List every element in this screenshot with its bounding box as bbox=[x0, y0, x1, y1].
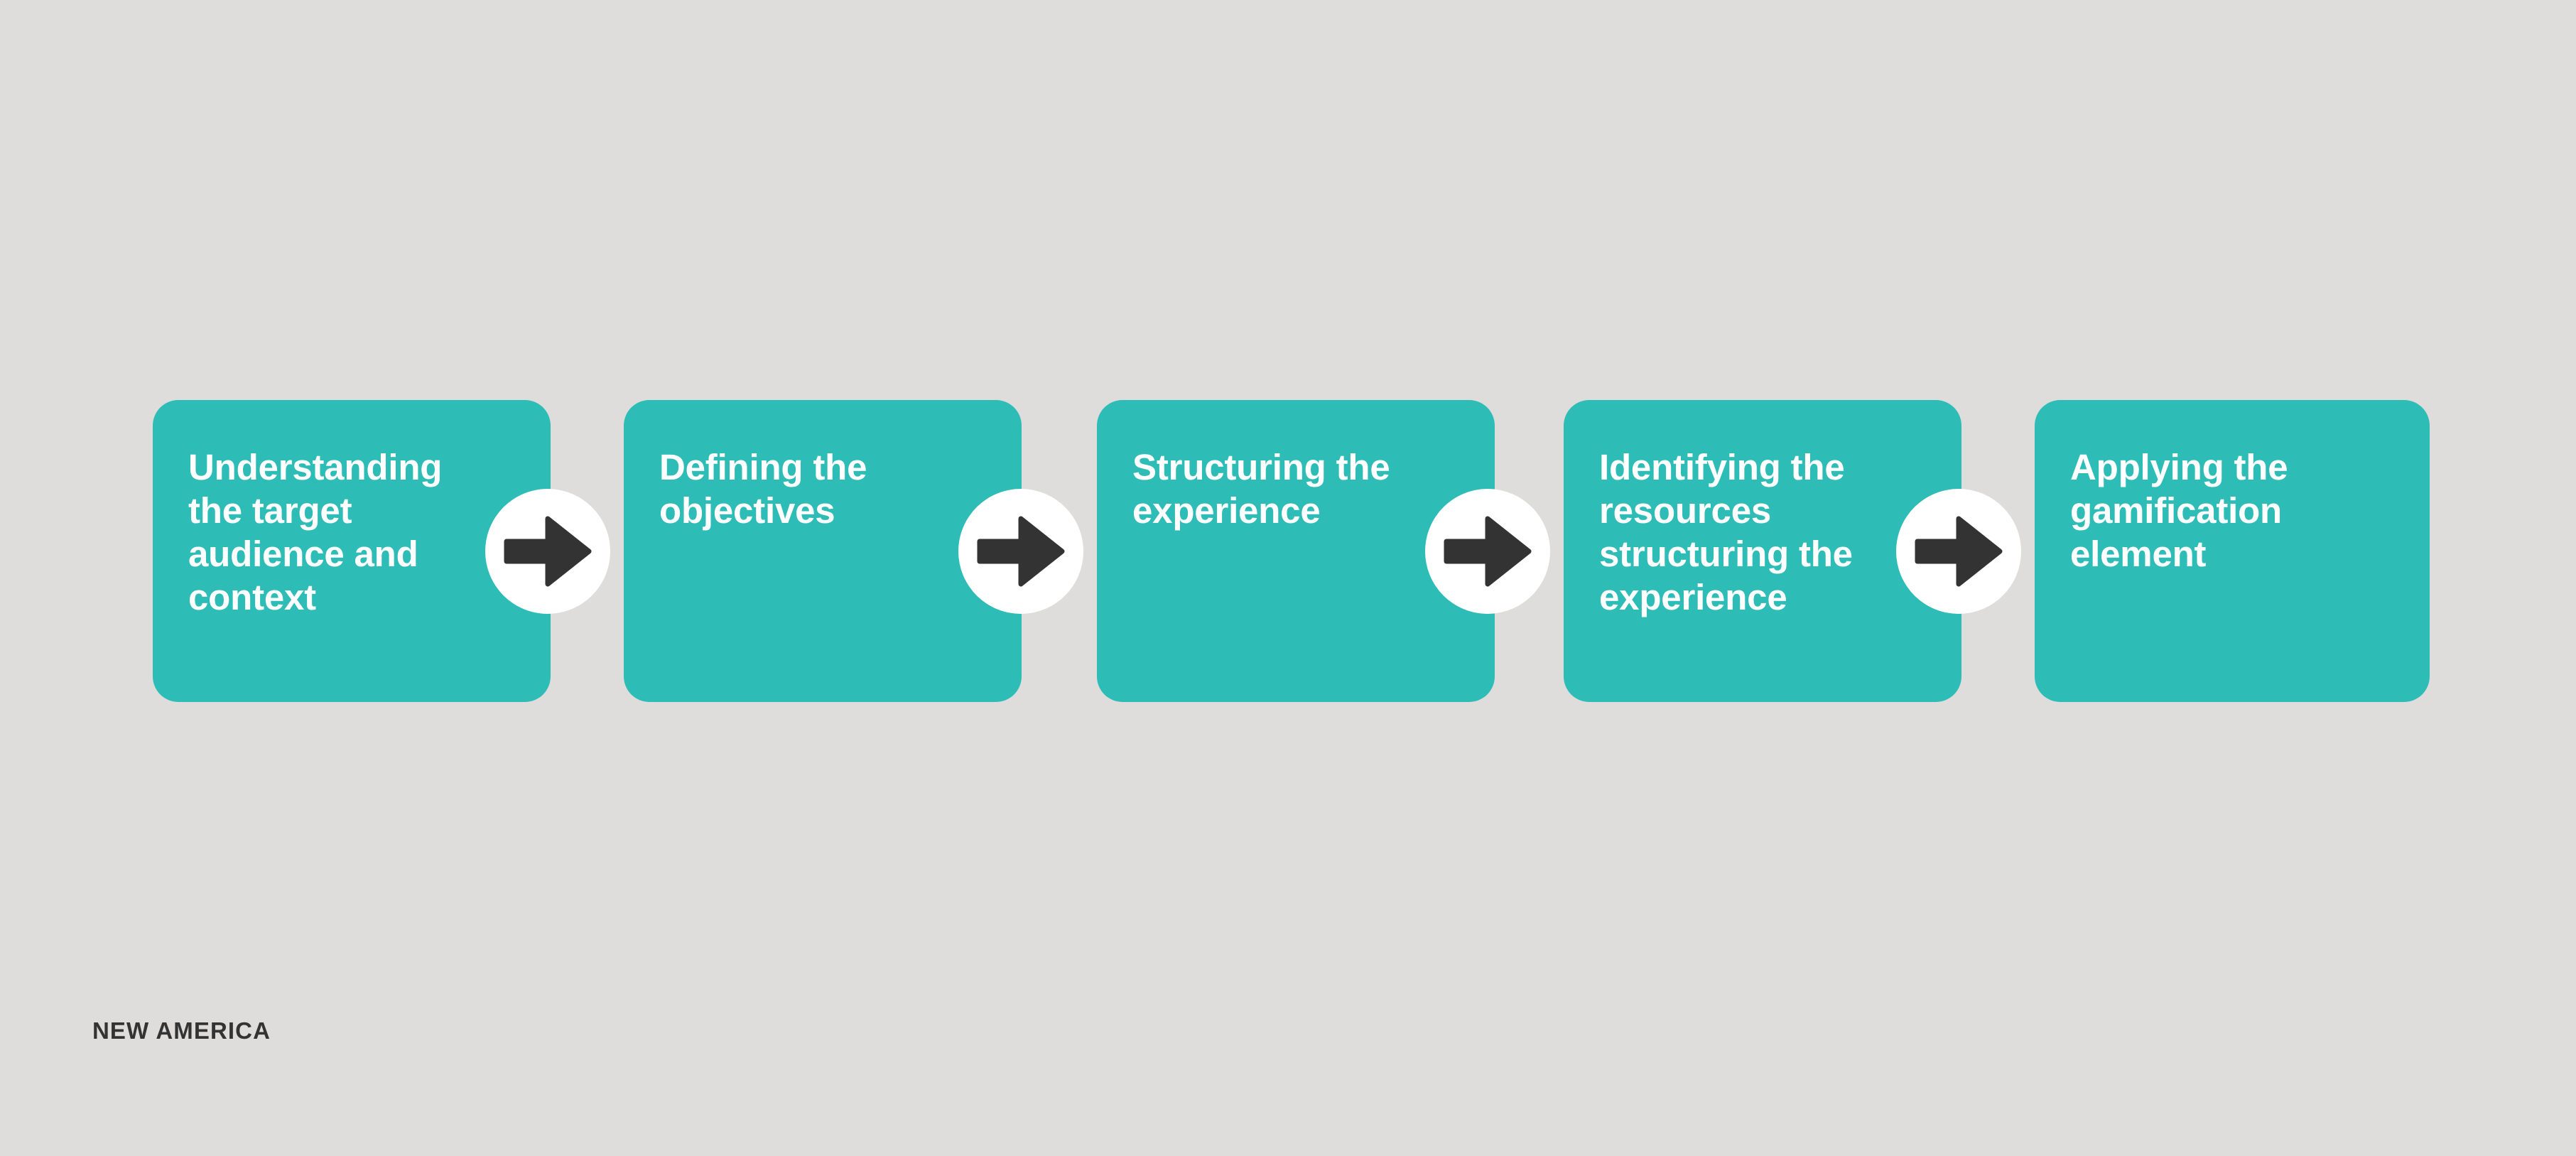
step-card-5: Applying the gamification element bbox=[2035, 400, 2430, 702]
step-card-5-label: Applying the gamification element bbox=[2070, 447, 2288, 574]
step-card-2-label: Defining the objectives bbox=[659, 447, 867, 531]
new-america-logo: NEW AMERICA bbox=[92, 1017, 271, 1044]
arrow-right-icon-1 bbox=[485, 489, 610, 614]
step-card-3-label: Structuring the experience bbox=[1132, 447, 1390, 531]
step-card-2: Defining the objectives bbox=[624, 400, 1022, 702]
arrow-right-icon-2 bbox=[958, 489, 1083, 614]
step-card-4: Identifying the resources structuring th… bbox=[1564, 400, 1961, 702]
step-card-1-label: Understanding the target audience and co… bbox=[188, 447, 443, 617]
arrow-right-icon-4 bbox=[1896, 489, 2021, 614]
step-card-4-label: Identifying the resources structuring th… bbox=[1599, 447, 1853, 617]
gamification-process-flow-diagram: Understanding the target audience and co… bbox=[153, 400, 2430, 702]
step-card-1: Understanding the target audience and co… bbox=[153, 400, 551, 702]
arrow-right-icon-3 bbox=[1425, 489, 1550, 614]
